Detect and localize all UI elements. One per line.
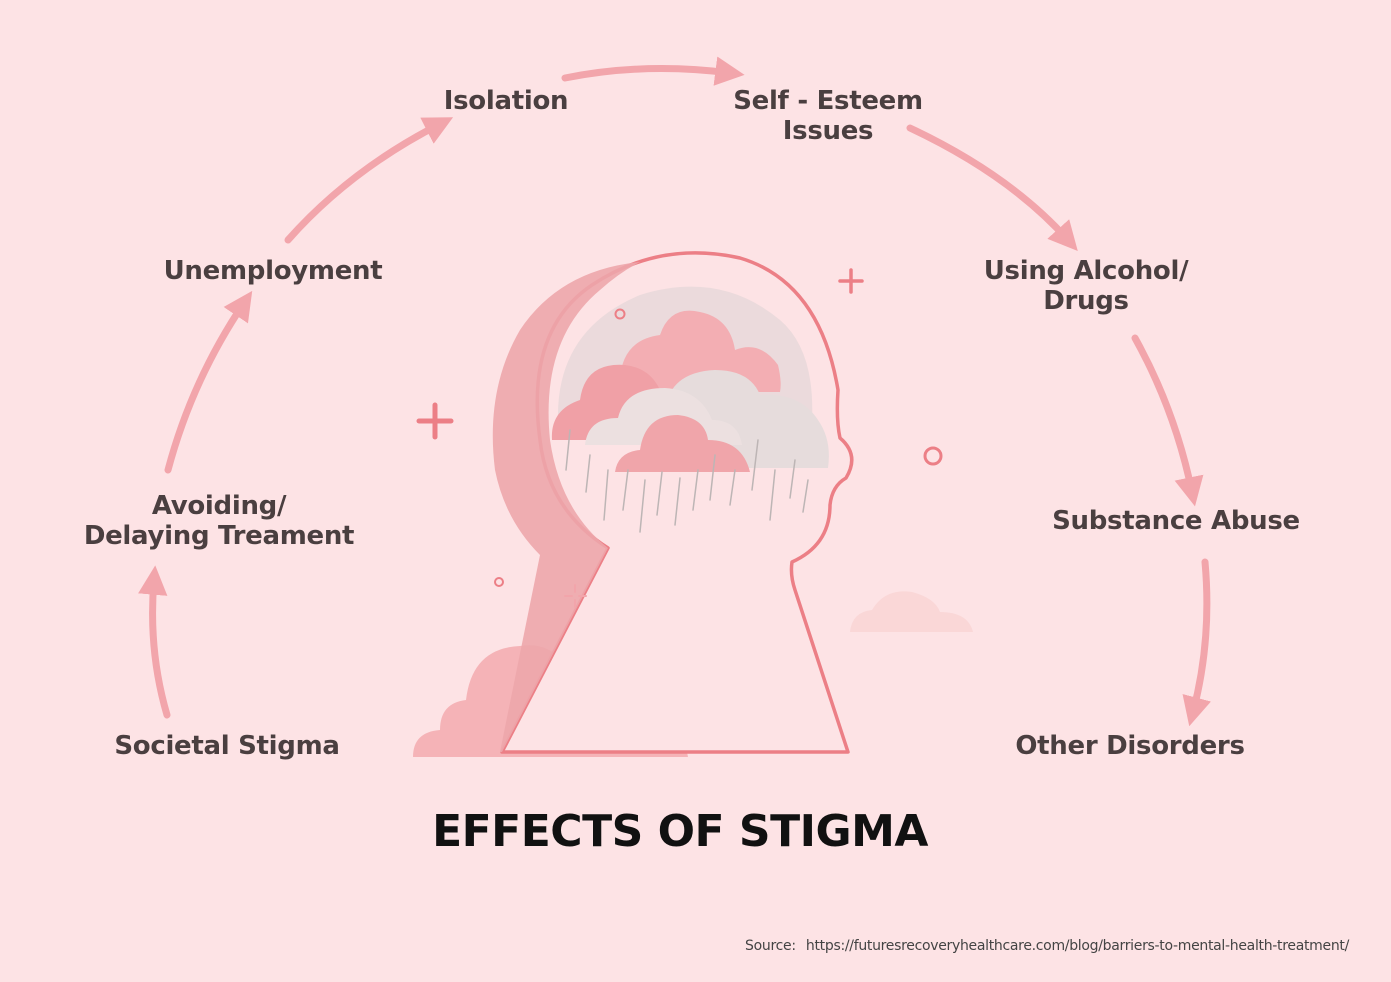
arrow-self-esteem-to-alcohol	[906, 124, 1078, 251]
plus-icon	[838, 268, 864, 294]
decorations	[416, 268, 943, 608]
step-line: Societal Stigma	[114, 731, 340, 761]
step-line: Other Disorders	[1015, 731, 1245, 761]
arrow-substance-to-other	[1182, 558, 1211, 727]
step-label-isolation: Isolation	[420, 86, 592, 116]
step-line: Substance Abuse	[1052, 506, 1300, 536]
page-title: EFFECTS OF STIGMA	[432, 806, 928, 857]
arrow-isolation-to-self-esteem	[561, 56, 745, 86]
faint-cloud	[850, 591, 973, 632]
step-label-avoiding-delaying-treatment: Avoiding/ Delaying Treament	[74, 491, 364, 551]
step-line: Isolation	[443, 86, 569, 116]
step-line: Unemployment	[163, 256, 383, 286]
arrow-alcohol-to-substance	[1131, 334, 1204, 507]
source-label: Source:	[745, 938, 796, 954]
arrow-stigma-to-avoiding	[138, 565, 171, 719]
arrow-avoiding-to-unemployment	[164, 290, 253, 474]
head-illustration	[413, 251, 973, 757]
step-line: Avoiding/	[151, 491, 287, 521]
circle-icon	[494, 577, 504, 587]
plus-icon	[416, 402, 454, 440]
step-line: Drugs	[1043, 286, 1129, 316]
step-line: Self - Esteem	[733, 86, 923, 116]
arrow-unemployment-to-isolation	[284, 117, 454, 244]
step-line: Issues	[782, 116, 874, 146]
source-url: https://futuresrecoveryhealthcare.com/bl…	[805, 938, 1349, 954]
step-label-substance-abuse: Substance Abuse	[1040, 506, 1312, 536]
source-citation: Source: https://futuresrecoveryhealthcar…	[745, 938, 1349, 954]
flow-arrows	[138, 56, 1211, 727]
step-line: Delaying Treament	[83, 521, 355, 551]
step-label-using-alcohol-drugs: Using Alcohol/ Drugs	[966, 256, 1206, 316]
sparkle-icon	[564, 584, 587, 608]
head-shadow	[492, 262, 640, 752]
step-label-unemployment: Unemployment	[148, 256, 398, 286]
circle-icon	[923, 446, 943, 466]
step-label-self-esteem-issues: Self - Esteem Issues	[718, 86, 938, 146]
step-label-other-disorders: Other Disorders	[1004, 731, 1256, 761]
step-line: Using Alcohol/	[983, 256, 1189, 286]
storm-clouds	[551, 310, 829, 472]
circle-icon	[614, 308, 626, 320]
rain-lines	[565, 429, 809, 533]
step-label-societal-stigma: Societal Stigma	[96, 731, 358, 761]
